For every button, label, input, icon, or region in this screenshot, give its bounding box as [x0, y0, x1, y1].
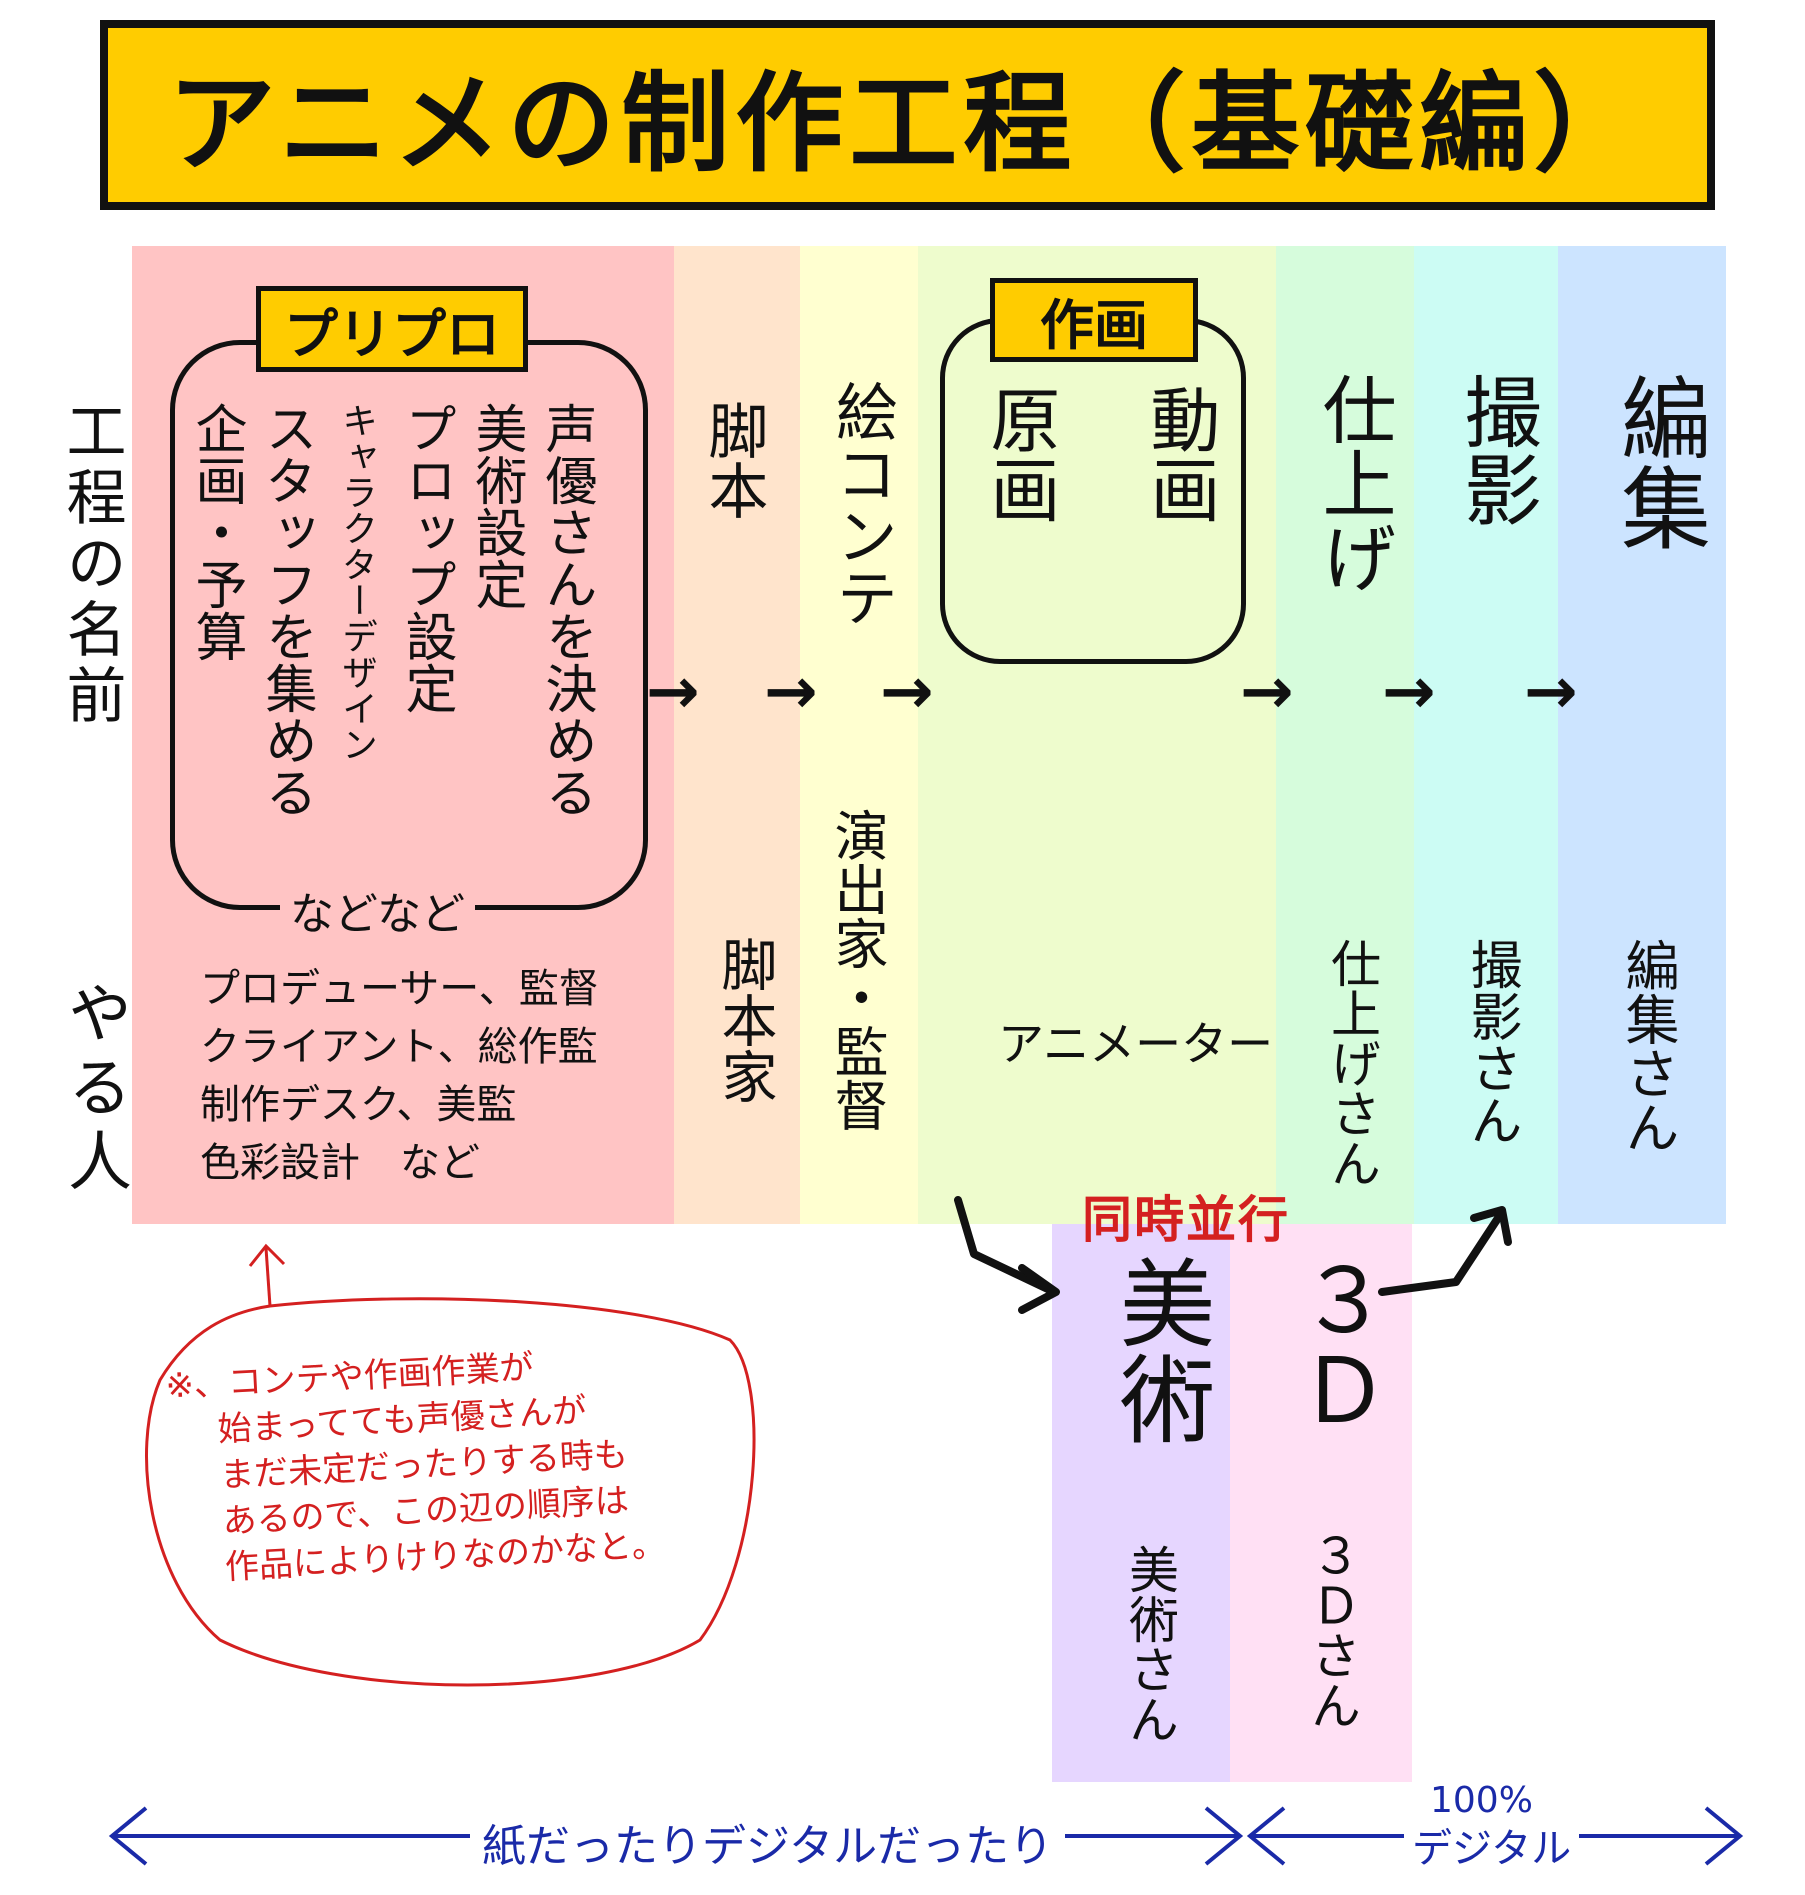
bottom-right-arrowhead-right [1704, 1806, 1744, 1866]
note-pointer-arrow [264, 1247, 272, 1307]
bottom-right-label-top: 100% [1430, 1780, 1533, 1821]
finishing-person: 仕上げさん [1323, 938, 1381, 1188]
bottom-right-arrowhead-left [1246, 1806, 1286, 1866]
art-name: 美術 [1103, 1254, 1215, 1446]
parallel-label: 同時並行 [1082, 1191, 1290, 1249]
threed-person: ３Ｄさん [1303, 1530, 1361, 1730]
note-text: ※、コンテや作画作業が 始まってても声優さんが まだ未定だったりする時も あるの… [164, 1341, 666, 1594]
row-label-who: やる人 [57, 980, 131, 1202]
band-finishing [1276, 246, 1414, 1224]
editing-name: 編集 [1605, 372, 1710, 552]
band-art [1052, 1224, 1230, 1782]
branch-up-arrow [1378, 1208, 1506, 1296]
storyboard-person: 演出家・監督 [825, 808, 888, 1132]
threed-name: ３Ｄ [1283, 1254, 1388, 1434]
band-animation [918, 246, 1276, 1224]
arrow-right-icon: → [1382, 655, 1436, 729]
script-person: 脚本家 [712, 936, 777, 1104]
page-title: アニメの制作工程（基礎編） [167, 62, 1648, 187]
art-person: 美術さん [1121, 1544, 1179, 1744]
arrow-right-icon: → [646, 655, 700, 729]
preproduction-task: 声優さんを決める [536, 402, 596, 818]
branch-down-arrow [954, 1196, 1058, 1296]
arrow-right-icon: → [764, 655, 818, 729]
arrow-right-icon: → [1524, 655, 1578, 729]
animation-key: 原画 [979, 384, 1061, 524]
branch-down-arrowhead [1018, 1264, 1060, 1314]
bottom-right-label-bottom: デジタル [1404, 1816, 1580, 1874]
photography-name: 撮影 [1451, 372, 1541, 528]
preproduction-task: キャラクターデザイン [336, 402, 377, 762]
band-photography [1414, 246, 1558, 1224]
preproduction-person-line: プロデューサー、監督 [200, 966, 599, 1012]
preproduction-person-line: 色彩設計 など [200, 1140, 480, 1186]
band-3d [1230, 1224, 1412, 1782]
bottom-left-arrowhead-left [108, 1806, 148, 1866]
band-storyboard [800, 246, 918, 1224]
storyboard-name: 絵コンテ [825, 380, 898, 628]
animation-tag: 作画 [990, 278, 1198, 362]
preproduction-task: プロップ設定 [396, 402, 456, 714]
preproduction-task: スタッフを集める [256, 402, 316, 818]
preproduction-tag: プリプロ [256, 286, 528, 372]
band-editing [1558, 246, 1726, 1224]
script-name: 脚本 [698, 400, 768, 520]
row-label-process-name: 工程の名前 [56, 400, 126, 730]
animation-person: アニメーター [998, 1017, 1274, 1071]
note-bubble [145, 1297, 756, 1687]
preproduction-task: 美術設定 [466, 402, 526, 610]
preproduction-person-line: 制作デスク、美監 [200, 1082, 517, 1128]
title-box: アニメの制作工程（基礎編） [100, 20, 1715, 210]
note-pointer-arrowhead [248, 1243, 286, 1267]
preproduction-person-line: クライアント、総作監 [200, 1024, 598, 1070]
preproduction-etc: などなど [280, 878, 476, 942]
branch-up-arrowhead [1470, 1206, 1512, 1246]
finishing-name: 仕上げ [1310, 372, 1396, 594]
arrow-right-icon: → [880, 655, 934, 729]
arrow-right-icon: → [1240, 655, 1294, 729]
preproduction-task: 企画・予算 [186, 402, 246, 662]
bottom-left-arrowhead-right [1204, 1806, 1244, 1866]
editing-person: 編集さん [1616, 938, 1679, 1154]
band-script [674, 246, 800, 1224]
photography-person: 撮影さん [1461, 938, 1521, 1146]
animation-inbetween: 動画 [1139, 384, 1221, 524]
preproduction-people: プロデューサー、監督 クライアント、総作監 制作デスク、美監 色彩設計 など [200, 960, 599, 1192]
bottom-left-label: 紙だったりデジタルだったり [470, 1810, 1066, 1874]
